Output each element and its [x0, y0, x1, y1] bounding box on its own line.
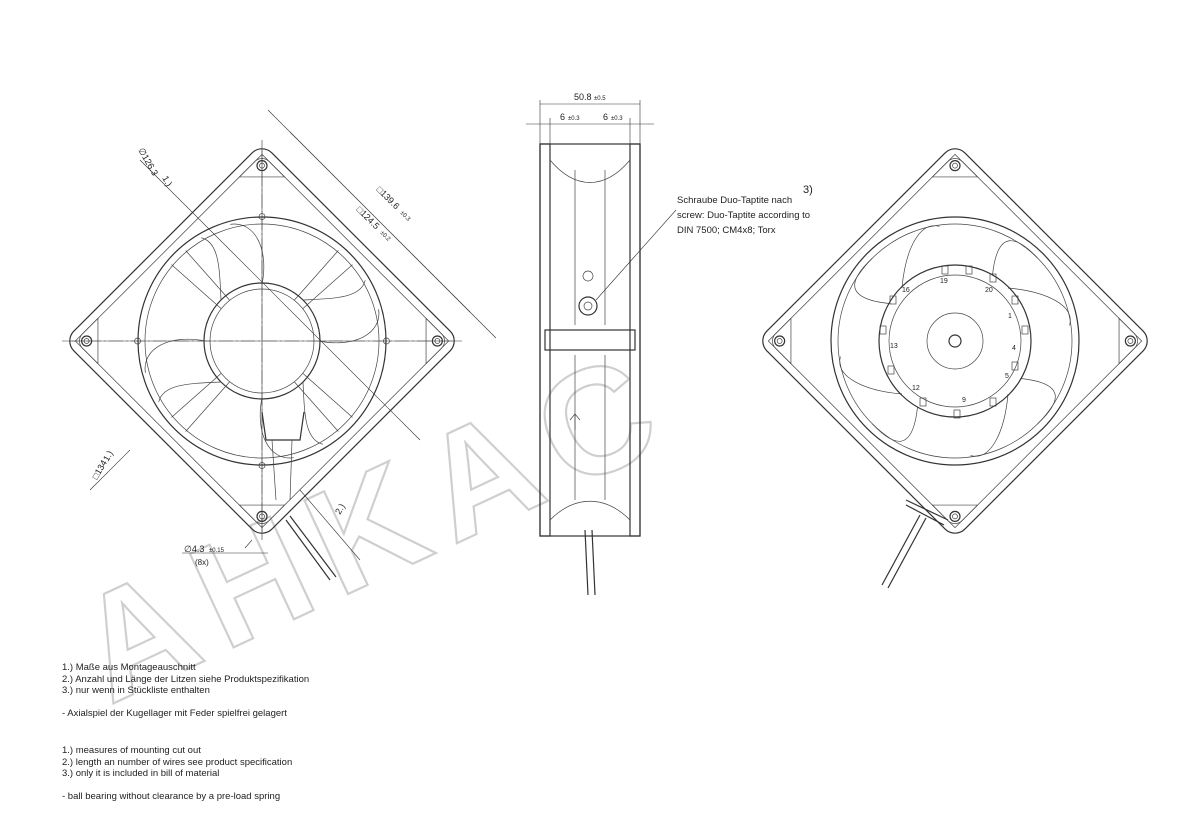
dim-hole-tol: ±0.15 — [209, 548, 225, 554]
notes-english: 1.) measures of mounting cut out 2.) len… — [62, 745, 292, 803]
pin-label-20: 20 — [985, 287, 993, 294]
note-en-2: 2.) length an number of wires see produc… — [62, 756, 293, 768]
rear-pins — [879, 265, 1029, 419]
front-venturi — [137, 216, 387, 466]
note-de-3: 3.) nur wenn in Stückliste enthalten — [62, 685, 210, 697]
rear-corner-flanges — [767, 153, 1143, 529]
dim-diameter: ∅126.3 — [136, 146, 160, 177]
dim-outer-tol: ±0.3 — [399, 210, 412, 223]
callout-line-1: Schraube Duo-Taptite nach — [677, 195, 793, 206]
dim-flange-left-tol: ±0.3 — [568, 116, 580, 122]
rear-stator — [926, 312, 984, 370]
dim-hole-pitch-tol: ±0.2 — [379, 230, 392, 243]
dim-width: 50.8 — [574, 92, 592, 102]
rear-shaft — [948, 334, 962, 348]
dim-cutout-note: 1.) — [101, 449, 115, 463]
note-en-1: 1.) measures of mounting cut out — [62, 745, 201, 756]
front-housing-outer — [69, 148, 455, 534]
note-en-3: 3.) only it is included in bill of mater… — [62, 768, 220, 780]
dim-flange-right: 6 — [603, 112, 608, 122]
dim-hole-pitch: □124.5 — [355, 204, 382, 231]
dim-diameter-note: 1.) — [160, 174, 174, 188]
note-en-gap — [62, 780, 292, 792]
side-dimensions — [526, 100, 677, 301]
front-mounting-holes — [81, 160, 443, 522]
rear-venturi — [830, 216, 1080, 466]
side-flange-left — [539, 143, 551, 537]
front-struts — [171, 250, 353, 432]
dim-hole: ∅4.3 — [184, 544, 204, 554]
rear-blades — [839, 225, 1071, 457]
pin-label-16: 16 — [902, 287, 910, 294]
front-blades — [144, 223, 380, 459]
pin-label-4: 4 — [1012, 345, 1016, 352]
note-en-5: - ball bearing without clearance by a pr… — [62, 791, 281, 803]
front-cable-exit — [261, 411, 337, 581]
pin-label-1: 1 — [1008, 313, 1012, 320]
rear-cable-exit — [881, 499, 949, 589]
note-de-gap — [62, 697, 309, 709]
pin-label-13: 13 — [890, 343, 898, 350]
rear-housing-outer — [762, 148, 1148, 534]
note-de-1: 1.) Maße aus Montageauschnitt — [62, 662, 196, 673]
pin-label-12: 12 — [912, 385, 920, 392]
note-de-5: - Axialspiel der Kugellager mit Feder sp… — [62, 708, 287, 720]
dim-hole-count: (8x) — [195, 558, 209, 567]
callout-line-3: DIN 7500; CM4x8; Torx — [677, 225, 776, 236]
callout-line-2: screw: Duo-Taptite according to — [677, 210, 811, 221]
pin-label-5: 5 — [1005, 373, 1009, 380]
pin-label-19: 19 — [940, 278, 948, 285]
dim-flange-right-tol: ±0.3 — [611, 116, 623, 122]
rear-mounting-holes — [774, 160, 1136, 522]
side-view: 50.8 ±0.5 6 ±0.3 6 ±0.3 — [526, 92, 677, 596]
dim-outer: □139.6 — [375, 184, 402, 211]
dim-width-tol: ±0.5 — [594, 96, 606, 102]
front-dimensions — [62, 109, 497, 561]
rear-motor-outer — [878, 264, 1032, 418]
rear-view: 16 19 20 1 4 5 9 12 13 — [762, 148, 1148, 589]
pin-label-9: 9 — [962, 397, 966, 404]
notes-german: 1.) Maße aus Montageauschnitt 2.) Anzahl… — [62, 662, 309, 720]
front-corner-flanges — [74, 153, 450, 529]
dim-flange-left: 6 — [560, 112, 565, 122]
side-screw — [578, 296, 598, 316]
screw-callout: Schraube Duo-Taptite nach screw: Duo-Tap… — [677, 193, 810, 238]
dim-wire: 2.) — [333, 502, 347, 516]
side-flange-right — [629, 143, 641, 537]
side-center-band — [544, 329, 636, 351]
note-de-2: 2.) Anzahl und Länge der Litzen siehe Pr… — [62, 673, 310, 685]
callout-reference: 3) — [803, 184, 813, 196]
ground-symbol — [582, 270, 594, 282]
